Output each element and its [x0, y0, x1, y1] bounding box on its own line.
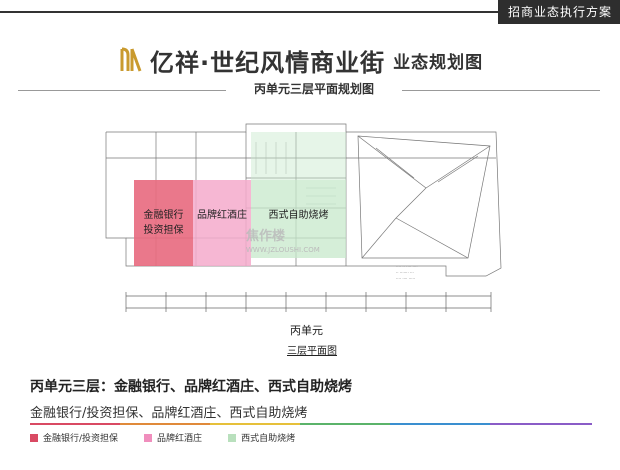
plan-caption-floor: 三层平面图: [287, 346, 337, 357]
top-bar: 招商业态执行方案: [0, 0, 620, 30]
title-divider-left: [18, 90, 226, 91]
zone-finance-line-1: 金融银行: [143, 210, 184, 221]
legend-swatch-wine: [144, 433, 153, 442]
zone-wine-line-1: 品牌红酒庄: [197, 210, 247, 221]
legend-swatch-bbq: [228, 433, 237, 442]
legend-item-finance: 金融银行/投资担保: [30, 431, 118, 444]
zone-wine: 品牌红酒庄: [193, 206, 251, 221]
plan-title: 丙单元三层平面规划图: [253, 82, 374, 96]
watermark-url: WWW.JZLOUSHI.COM: [246, 246, 320, 254]
legend-item-bbq: 西式自助烧烤: [228, 431, 295, 444]
zone-finance: 金融银行 投资担保: [134, 206, 193, 236]
summary-description: 金融银行/投资担保、品牌红酒庄、西式自助烧烤: [30, 406, 308, 421]
svg-text:·· ······· ···: ·· ······· ···: [396, 270, 414, 275]
brand-logo-icon: [120, 47, 142, 72]
legend-label-bbq: 西式自助烧烤: [241, 434, 296, 444]
floor-plan-drawing: ···· ·· ···· ···· ·· ······· ··· ···· ··…: [105, 123, 502, 312]
zone-bbq: 西式自助烧烤: [251, 206, 346, 221]
svg-text:···· ···· ·····: ···· ···· ·····: [396, 276, 415, 281]
brand-header: 亿祥·世纪风情商业街 业态规划图: [118, 44, 484, 77]
title-divider-right: [402, 90, 600, 91]
section-tag: 招商业态执行方案: [497, 0, 620, 24]
floor-plan: ···· ·· ···· ···· ·· ······· ··· ···· ··…: [96, 118, 524, 346]
svg-text:···· ·· ···· ····: ···· ·· ···· ····: [396, 264, 418, 269]
brand-name: 亿祥·世纪风情商业街: [150, 48, 386, 77]
top-rule: [0, 11, 620, 13]
legend: 金融银行/投资担保 品牌红酒庄 西式自助烧烤: [30, 431, 321, 444]
legend-label-wine: 品牌红酒庄: [157, 434, 203, 444]
legend-swatch-finance: [30, 433, 38, 442]
watermark-text: 焦作楼: [245, 228, 285, 244]
color-rule: [30, 423, 592, 425]
summary-headline: 丙单元三层：金融银行、品牌红酒庄、西式自助烧烤: [30, 379, 352, 395]
zone-finance-line-2: 投资担保: [143, 225, 184, 236]
plan-caption-unit: 丙单元: [290, 324, 323, 337]
legend-label-finance: 金融银行/投资担保: [43, 434, 119, 444]
legend-item-wine: 品牌红酒庄: [144, 431, 202, 444]
brand-subtitle: 业态规划图: [393, 52, 484, 73]
zone-bbq-line-1: 西式自助烧烤: [268, 210, 329, 221]
